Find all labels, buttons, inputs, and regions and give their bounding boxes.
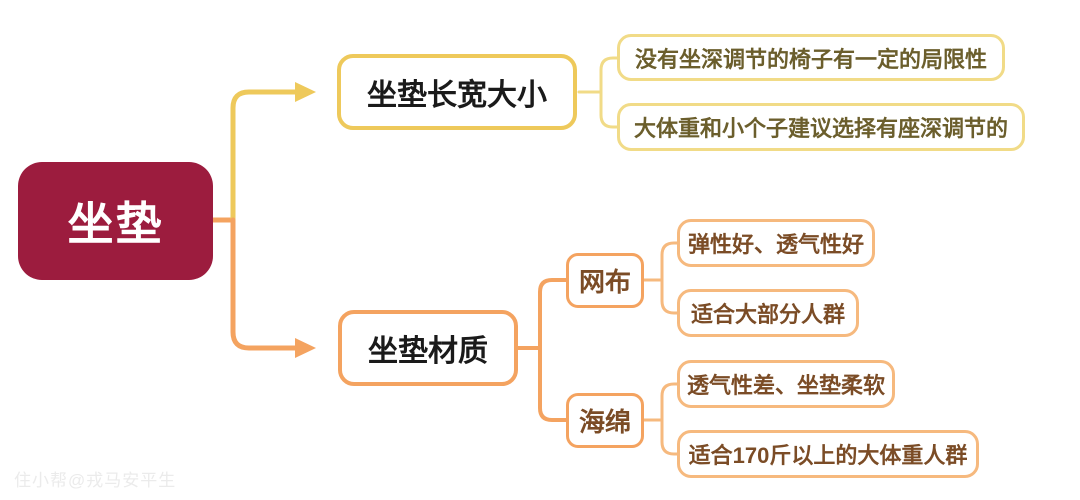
branch-node-material: 坐垫材质 (338, 310, 518, 386)
connector-mesh-bracket (660, 241, 679, 315)
leaf-node: 大体重和小个子建议选择有座深调节的 (617, 103, 1025, 151)
connector-sponge-bracket (660, 382, 679, 456)
leaf-node: 没有坐深调节的椅子有一定的局限性 (617, 34, 1005, 81)
connector-material-bracket (538, 278, 568, 422)
subnode-mesh: 网布 (566, 253, 644, 308)
leaf-node: 适合170斤以上的大体重人群 (677, 430, 979, 478)
branch-node-size: 坐垫长宽大小 (337, 54, 577, 130)
connector-root-to-size (230, 89, 299, 223)
arrow-right-icon (295, 82, 316, 102)
leaf-node: 透气性差、坐垫柔软 (677, 360, 895, 408)
connector-size-bracket (599, 56, 620, 129)
connector-root-to-material (230, 217, 299, 351)
leaf-node: 适合大部分人群 (677, 289, 859, 337)
subnode-sponge: 海绵 (566, 393, 644, 448)
root-node-seat-cushion: 坐垫 (18, 162, 213, 280)
leaf-node: 弹性好、透气性好 (677, 219, 875, 267)
watermark: 住小帮@戎马安平生 (14, 471, 177, 490)
arrow-right-icon (295, 338, 316, 358)
